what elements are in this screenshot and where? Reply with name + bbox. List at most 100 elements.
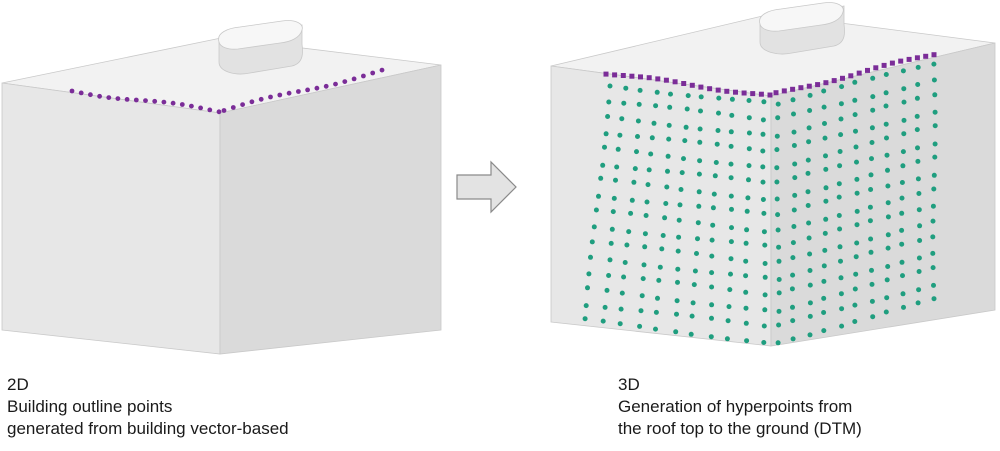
hyperpoint: [870, 314, 876, 320]
hyperpoint: [852, 112, 858, 118]
caption-2d: 2D Building outline points generated fro…: [7, 374, 289, 440]
hyperpoint: [695, 236, 700, 242]
hyperpoint: [776, 258, 782, 264]
hyperpoint: [917, 238, 923, 243]
hyperpoint: [775, 340, 781, 346]
hyperpoint: [823, 185, 829, 191]
outline-point: [268, 94, 273, 100]
caption-3d-line-2: the roof top to the ground (DTM): [618, 419, 862, 438]
hyperpoint: [774, 179, 780, 185]
hyperpoint: [728, 143, 734, 149]
hyperpoint: [776, 244, 782, 250]
hyperpoint: [823, 153, 828, 159]
hyperpoint: [932, 109, 938, 115]
hyperpoint: [665, 168, 670, 174]
hyperpoint: [932, 92, 938, 98]
hyperpoint: [745, 195, 751, 201]
hyperpoint: [709, 270, 715, 276]
hyperpoint: [624, 242, 630, 248]
hyperpoint: [805, 189, 811, 195]
hyperpoint: [776, 308, 782, 314]
hyperpoint: [743, 320, 749, 326]
hyperpoint: [789, 286, 795, 292]
hyperpoint: [674, 298, 680, 304]
hyperpoint: [854, 159, 859, 165]
hyperpoint: [823, 216, 829, 222]
chimney-top: [218, 20, 303, 50]
hyperpoint: [774, 165, 780, 171]
outline-point: [379, 67, 385, 73]
outline-points-3d: [603, 52, 937, 98]
hyperpoint: [655, 295, 660, 301]
hyperpoint: [806, 125, 812, 131]
hyperpoint: [676, 217, 682, 223]
hyperpoint: [744, 227, 750, 233]
hyperpoint: [916, 255, 922, 261]
hyperpoint: [899, 180, 905, 185]
outline-point: [733, 89, 738, 95]
hyperpoint: [598, 175, 604, 181]
hyperpoint: [609, 226, 615, 232]
hyperpoint: [629, 197, 635, 203]
outline-point: [865, 67, 870, 73]
hyperpoint: [790, 304, 795, 310]
hyperpoint: [728, 271, 733, 277]
outline-point: [370, 70, 376, 76]
outline-point: [629, 73, 635, 79]
hyperpoint: [607, 83, 613, 89]
hyperpoint: [585, 285, 590, 291]
hyperpoint: [709, 284, 715, 290]
hyperpoint: [600, 318, 606, 324]
outline-point: [898, 58, 904, 64]
hyperpoint: [715, 128, 721, 133]
hyperpoint: [869, 125, 875, 131]
hyperpoint: [648, 151, 654, 157]
hyperpoint: [900, 163, 906, 169]
hyperpoint: [631, 179, 637, 185]
hyperpoint: [622, 260, 628, 265]
hyperpoint: [790, 336, 796, 342]
hyperpoint: [653, 326, 658, 332]
hyperpoint: [635, 118, 641, 124]
hyperpoint: [901, 117, 907, 123]
hyperpoint: [696, 203, 702, 209]
hyperpoint: [791, 224, 797, 229]
hyperpoint: [885, 264, 891, 269]
hyperpoint: [762, 292, 768, 298]
hyperpoint: [642, 231, 648, 237]
outline-point: [831, 78, 837, 84]
hyperpoint: [899, 195, 905, 201]
hyperpoint: [807, 251, 813, 257]
outline-point: [170, 100, 176, 106]
hyperpoint: [678, 187, 684, 192]
outline-point: [781, 88, 787, 94]
hyperpoint: [762, 274, 768, 280]
outline-point: [314, 85, 320, 91]
hyperpoint: [822, 230, 828, 236]
hyperpoint: [618, 306, 624, 312]
hyperpoint: [807, 313, 813, 319]
hyperpoint: [696, 189, 702, 195]
hyperpoint: [614, 164, 620, 170]
hyperpoint: [869, 281, 875, 287]
hyperpoint: [743, 273, 749, 279]
hyperpoint: [641, 262, 647, 268]
hyperpoint: [694, 251, 699, 256]
hyperpoint: [792, 161, 798, 167]
hyperpoint: [728, 129, 734, 135]
caption-2d-line-2: generated from building vector-based: [7, 419, 289, 438]
hyperpoint: [822, 135, 828, 141]
hyperpoint: [853, 271, 859, 277]
chimney-top: [759, 2, 844, 32]
hyperpoint: [605, 114, 611, 119]
hyperpoint: [807, 92, 813, 98]
outline-point: [286, 90, 292, 96]
hyperpoint: [688, 331, 694, 337]
hyperpoint: [640, 276, 646, 282]
outline-point: [115, 96, 121, 101]
hyperpoint: [837, 149, 843, 154]
hyperpoint: [728, 175, 734, 181]
hyperpoint: [821, 278, 827, 284]
hyperpoint: [635, 134, 640, 139]
hyperpoint: [870, 75, 876, 81]
